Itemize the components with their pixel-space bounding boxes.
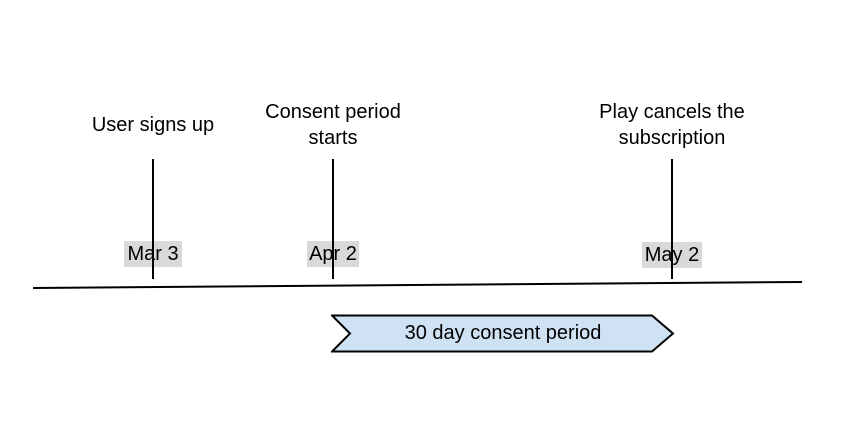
event-tick xyxy=(152,159,154,279)
event-date-label: Apr 2 xyxy=(309,242,357,265)
event-title: Consent period starts xyxy=(265,101,401,149)
chevron-arrow-shape xyxy=(331,314,675,353)
consent-period-banner-label: 30 day consent period xyxy=(404,322,602,344)
event-date-label: Mar 3 xyxy=(127,242,179,265)
event-date-label: May 2 xyxy=(644,243,700,266)
consent-period-banner-shape xyxy=(331,314,675,353)
event-tick xyxy=(671,159,673,279)
event-title: User signs up xyxy=(91,114,215,136)
timeline-baseline xyxy=(32,281,803,289)
event-title: Play cancels the subscription xyxy=(599,101,745,149)
event-tick xyxy=(332,159,334,279)
